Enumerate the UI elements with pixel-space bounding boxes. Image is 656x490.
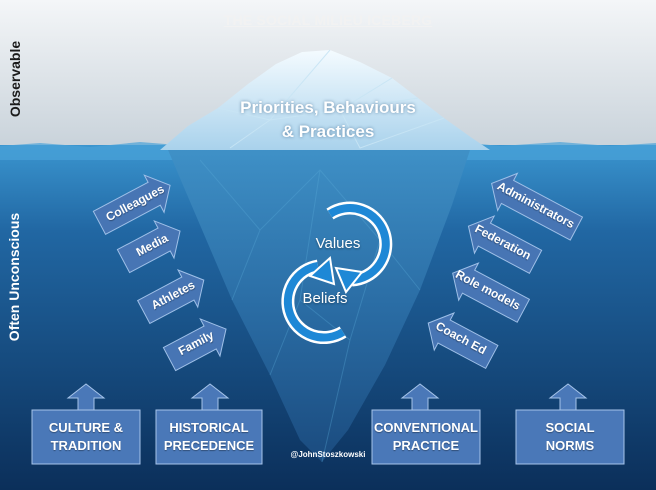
conventional-line-1: CONVENTIONAL xyxy=(374,420,478,435)
values-label: Values xyxy=(315,235,361,252)
right-arrows xyxy=(427,172,584,370)
values-loop-head xyxy=(334,266,364,294)
iceberg-tip xyxy=(160,50,490,150)
arrow-administrators xyxy=(491,172,584,241)
tip-line-1: Priorities, Behaviours xyxy=(240,98,416,117)
arrow-media xyxy=(116,219,181,274)
conventional-line-2: PRACTICE xyxy=(392,438,460,453)
observable-label: Observable xyxy=(7,40,23,118)
box-historical-precedence xyxy=(155,409,263,465)
values-beliefs-cycle xyxy=(281,201,393,345)
culture-line-1: CULTURE & xyxy=(48,420,124,435)
historical-line-2: PRECEDENCE xyxy=(163,438,255,453)
arrow-colleagues xyxy=(92,174,171,235)
arrow-athletes xyxy=(136,269,205,325)
culture-tradition-text: CULTURE & TRADITION xyxy=(32,419,140,455)
historical-precedence-text: HISTORICAL PRECEDENCE xyxy=(156,419,262,455)
arrow-federation xyxy=(467,215,543,274)
box-up-arrow-4 xyxy=(548,383,588,411)
historical-line-1: HISTORICAL xyxy=(169,420,249,435)
values-loop-inner xyxy=(327,204,390,284)
social-line-1: SOCIAL xyxy=(545,420,595,435)
arrow-family xyxy=(162,317,227,372)
culture-line-2: TRADITION xyxy=(50,438,122,453)
author-credit: @JohnStoszkowski xyxy=(290,450,366,459)
box-culture-tradition xyxy=(31,409,141,465)
beliefs-loop-inner xyxy=(283,262,346,342)
box-social-norms xyxy=(515,409,625,465)
box-conventional-practice xyxy=(371,409,481,465)
box-up-arrow-3 xyxy=(400,383,440,411)
social-line-2: NORMS xyxy=(545,438,595,453)
beliefs-label: Beliefs xyxy=(302,290,348,307)
arrow-coach-ed xyxy=(427,312,499,370)
tip-line-2: & Practices xyxy=(281,122,375,141)
left-arrows xyxy=(92,174,227,372)
conventional-practice-text: CONVENTIONAL PRACTICE xyxy=(372,419,480,455)
underwater-iceberg xyxy=(168,150,470,462)
social-norms-text: SOCIAL NORMS xyxy=(516,419,624,455)
tip-caption: Priorities, Behaviours & Practices xyxy=(220,96,436,144)
unconscious-label: Often Unconscious xyxy=(6,212,22,342)
iceberg-tip-facets xyxy=(217,49,445,149)
box-up-arrow-2 xyxy=(190,383,230,411)
bottom-boxes xyxy=(31,383,625,465)
beliefs-loop-head xyxy=(308,256,336,286)
diagram-title: THE SOCIAL MILIEU ICEBERG xyxy=(223,12,433,28)
arrow-role-models xyxy=(452,262,531,323)
box-up-arrow-1 xyxy=(66,383,106,411)
